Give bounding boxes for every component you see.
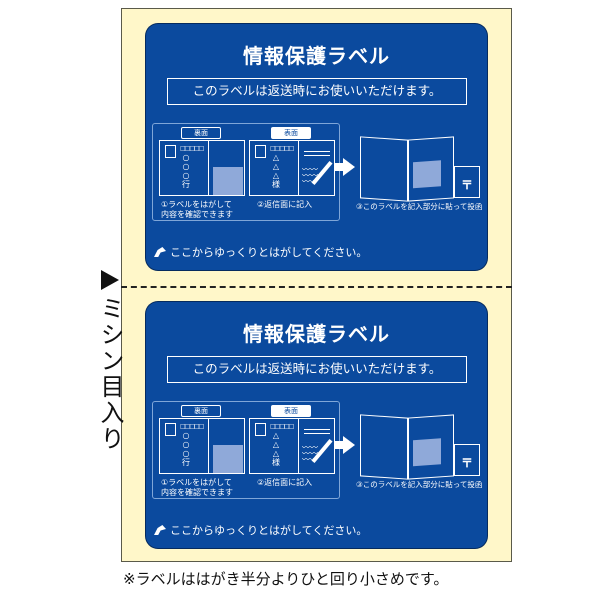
- label-attach-icon: [408, 136, 454, 202]
- peel-arrow-icon: [154, 525, 166, 535]
- step3-caption: ③このラベルを記入部分に貼って投函: [356, 202, 483, 211]
- mailbox-icon: 〒: [454, 444, 480, 476]
- step2-caption: ②返信面に記入: [257, 478, 313, 487]
- triangle-pointer-icon: [101, 270, 119, 290]
- stamp-box-icon: [255, 145, 266, 158]
- label-subtitle: このラベルは返送時にお使いいただけます。: [167, 78, 467, 105]
- postcard-front-illustration: □□□□□ △ △ △ 様 〰〰 〰〰 〰〰: [249, 140, 335, 196]
- step1-caption: ①ラベルをはがして 内容を確認できます: [161, 478, 233, 497]
- perforation-label-text: ミシン目入り: [96, 296, 124, 452]
- label-attach-icon: [408, 414, 454, 480]
- step3-illustration: 〒: [356, 406, 482, 498]
- postcard-icon: [360, 136, 408, 202]
- peeling-hand-icon: [213, 167, 243, 195]
- postcard-front-illustration: □□□□□ △ △ △ 様 〰〰 〰〰 〰〰: [249, 418, 335, 474]
- peel-instruction: ここからゆっくりとはがしてください。: [154, 244, 367, 260]
- info-protection-label-top: 情報保護ラベル このラベルは返送時にお使いいただけます。 裏面 表面 □□□□□…: [146, 24, 487, 270]
- info-protection-label-bottom: 情報保護ラベル このラベルは返送時にお使いいただけます。 裏面 表面 □□□□□…: [146, 302, 487, 548]
- step3-illustration: 〒: [356, 128, 482, 220]
- step2-caption: ②返信面に記入: [257, 200, 313, 209]
- stamp-box-icon: [255, 423, 266, 436]
- step3-caption: ③このラベルを記入部分に貼って投函: [356, 480, 483, 489]
- arrow-right-icon: [335, 436, 355, 454]
- badge-back: 裏面: [181, 405, 221, 417]
- handwriting-icon: 〰〰 〰〰 〰〰: [302, 443, 318, 464]
- postcard-icon: [360, 414, 408, 480]
- stamp-box-icon: [165, 423, 176, 436]
- instruction-panel: 裏面 表面 □□□□□ ○ ○ ○ 行 □□□□□ △ △ △ 様 〰〰 〰〰 …: [152, 401, 340, 499]
- hand-icon: [413, 438, 441, 467]
- size-footnote: ※ラベルははがき半分よりひと回り小さめです。: [123, 570, 449, 588]
- badge-front: 表面: [271, 127, 311, 139]
- postcard-back-illustration: □□□□□ ○ ○ ○ 行: [159, 418, 245, 474]
- perforation-line: [121, 286, 512, 288]
- peel-instruction: ここからゆっくりとはがしてください。: [154, 522, 367, 538]
- peel-arrow-icon: [154, 247, 166, 257]
- instruction-panel: 裏面 表面 □□□□□ ○ ○ ○ 行 □□□□□ △ △ △ 様 〰〰 〰〰 …: [152, 123, 340, 221]
- hand-icon: [413, 160, 441, 189]
- arrow-right-icon: [335, 158, 355, 176]
- postcard-back-illustration: □□□□□ ○ ○ ○ 行: [159, 140, 245, 196]
- handwriting-icon: 〰〰 〰〰 〰〰: [302, 165, 318, 186]
- badge-front: 表面: [271, 405, 311, 417]
- perforation-label: ミシン目入り: [93, 270, 124, 452]
- label-title: 情報保護ラベル: [243, 322, 390, 346]
- stamp-box-icon: [165, 145, 176, 158]
- peeling-hand-icon: [213, 445, 243, 473]
- mailbox-icon: 〒: [454, 166, 480, 198]
- label-subtitle: このラベルは返送時にお使いいただけます。: [167, 356, 467, 383]
- badge-back: 裏面: [181, 127, 221, 139]
- label-title: 情報保護ラベル: [243, 44, 390, 68]
- step1-caption: ①ラベルをはがして 内容を確認できます: [161, 200, 233, 219]
